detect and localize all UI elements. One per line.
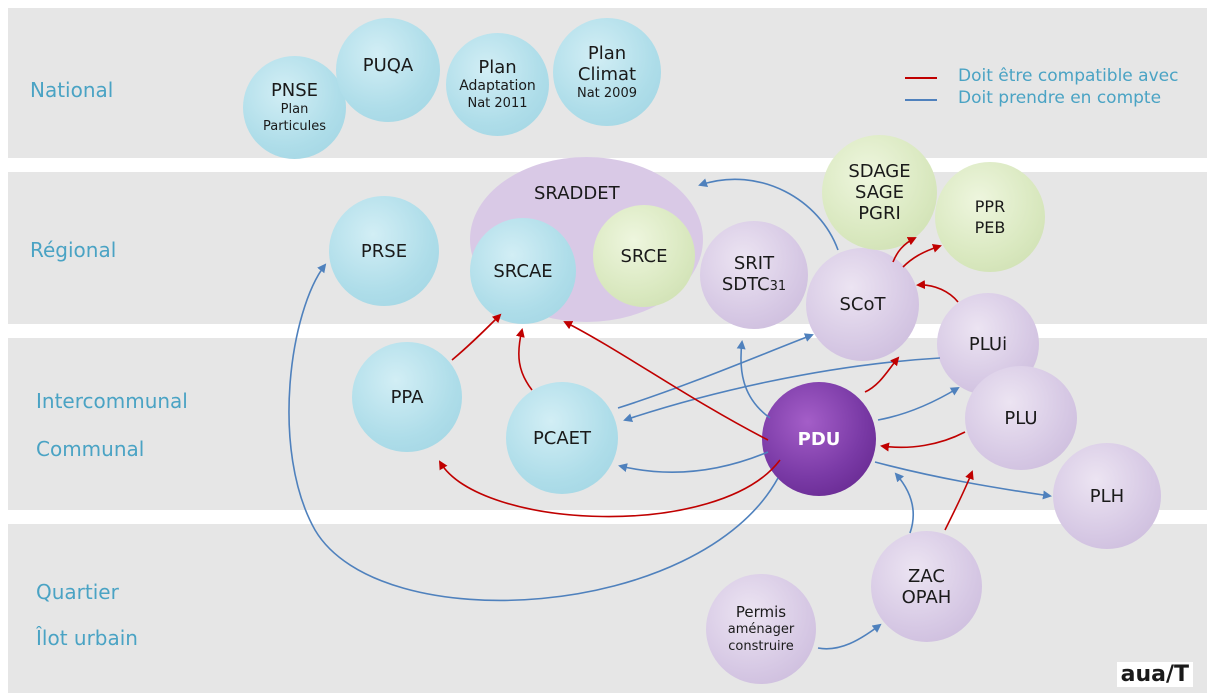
arrow-pdu-srit xyxy=(736,340,771,419)
plan-adaptation-title: Plan xyxy=(478,57,517,78)
aua-logo: aua/T xyxy=(1116,662,1193,687)
node-ppr: PPR PEB xyxy=(935,162,1045,272)
node-zac: ZAC OPAH xyxy=(871,531,982,642)
ppr-l2: PEB xyxy=(974,218,1006,237)
node-srcae: SRCAE xyxy=(470,218,576,324)
arrow-pcaet-scot xyxy=(617,333,814,409)
pnse-title: PNSE xyxy=(270,80,319,101)
level-regional: Régional xyxy=(30,238,117,262)
level-intercommunal: Intercommunal xyxy=(36,389,188,413)
arrow-pdu-srcae xyxy=(563,321,769,441)
node-srce: SRCE xyxy=(593,205,695,307)
node-plan-adaptation: Plan Adaptation Nat 2011 xyxy=(446,33,549,136)
level-communal: Communal xyxy=(36,437,145,461)
node-permis: Permis aménager construire xyxy=(706,574,816,684)
arrow-zac-pdu xyxy=(894,472,914,534)
arrow-scot-sdage xyxy=(892,237,917,263)
node-puqa: PUQA xyxy=(336,18,440,122)
arrow-scot-sraddet xyxy=(698,178,839,251)
zac-l1: ZAC xyxy=(908,565,945,587)
pdu-title: PDU xyxy=(797,428,841,450)
srit-title2-wrap: SDTC31 xyxy=(722,274,786,297)
srit-title2: SDTC xyxy=(721,274,770,295)
srit-title2-sub: 31 xyxy=(769,279,787,294)
srit-title1: SRIT xyxy=(733,253,775,274)
srcae-title: SRCAE xyxy=(493,260,553,282)
plan-adaptation-mid: Adaptation xyxy=(459,78,536,94)
plui-title: PLUi xyxy=(968,333,1008,355)
node-pcaet: PCAET xyxy=(506,382,618,494)
arrow-pdu-scot xyxy=(864,356,900,393)
arrow-plu-pdu xyxy=(880,431,966,452)
arrow-pdu-pcaet-blue xyxy=(618,451,769,473)
node-pnse: PNSE Plan Particules xyxy=(243,56,346,159)
arrow-ppa-srcae xyxy=(451,313,502,361)
legend-prendre-line xyxy=(905,99,937,101)
arrow-pdu-prse xyxy=(288,263,779,602)
arrow-pdu-ppa xyxy=(438,459,781,518)
sdage-l2: SAGE xyxy=(854,182,905,203)
sdage-l3: PGRI xyxy=(858,203,901,224)
pnse-sub1: Plan xyxy=(280,102,309,117)
sdage-l1: SDAGE xyxy=(848,161,911,182)
prse-title: PRSE xyxy=(360,240,408,262)
arrow-pdu-plh xyxy=(874,461,1052,500)
arrow-permis-zac xyxy=(817,623,882,650)
ppr-l1: PPR xyxy=(974,197,1006,216)
permis-l2: aménager xyxy=(727,621,795,637)
arrow-plui-scot xyxy=(916,280,959,303)
node-plh: PLH xyxy=(1053,443,1161,549)
node-ppa: PPA xyxy=(352,342,462,452)
srce-title: SRCE xyxy=(620,245,668,267)
band-quartier xyxy=(8,524,1207,693)
sraddet-title: SRADDET xyxy=(534,183,620,204)
pnse-sub2: Particules xyxy=(262,119,327,134)
legend-compatible-line xyxy=(905,77,937,79)
level-national: National xyxy=(30,78,114,102)
arrow-pdu-plu xyxy=(877,386,960,421)
plan-climat-title1: Plan xyxy=(587,42,627,64)
zac-l2: OPAH xyxy=(901,586,952,608)
arrow-zac-plu xyxy=(944,470,974,531)
pcaet-title: PCAET xyxy=(532,427,592,449)
plan-climat-title2: Climat xyxy=(577,63,637,85)
scot-title: SCoT xyxy=(839,294,886,315)
puqa-title: PUQA xyxy=(362,54,414,76)
plh-title: PLH xyxy=(1089,485,1125,507)
node-prse: PRSE xyxy=(329,196,439,306)
legend-prendre-text: Doit prendre en compte xyxy=(958,88,1162,108)
plan-adaptation-sub: Nat 2011 xyxy=(467,96,528,111)
permis-l3: construire xyxy=(728,638,794,654)
permis-l1: Permis xyxy=(735,602,787,621)
ppa-title: PPA xyxy=(390,386,424,408)
legend-compatible-text: Doit être compatible avec xyxy=(958,66,1179,86)
node-pdu: PDU xyxy=(762,382,876,496)
plu-title: PLU xyxy=(1004,407,1038,429)
node-scot: SCoT xyxy=(806,248,919,361)
level-quartier: Quartier xyxy=(36,580,119,604)
plan-climat-sub: Nat 2009 xyxy=(576,85,637,101)
arrow-pcaet-srcae xyxy=(515,328,533,391)
node-plan-climat: Plan Climat Nat 2009 xyxy=(553,18,661,126)
node-sdage: SDAGE SAGE PGRI xyxy=(822,135,937,250)
arrow-scot-ppr xyxy=(902,243,942,268)
node-plu: PLU xyxy=(965,366,1077,470)
level-ilot: Îlot urbain xyxy=(36,626,138,650)
node-srit: SRIT SDTC31 xyxy=(700,221,808,329)
